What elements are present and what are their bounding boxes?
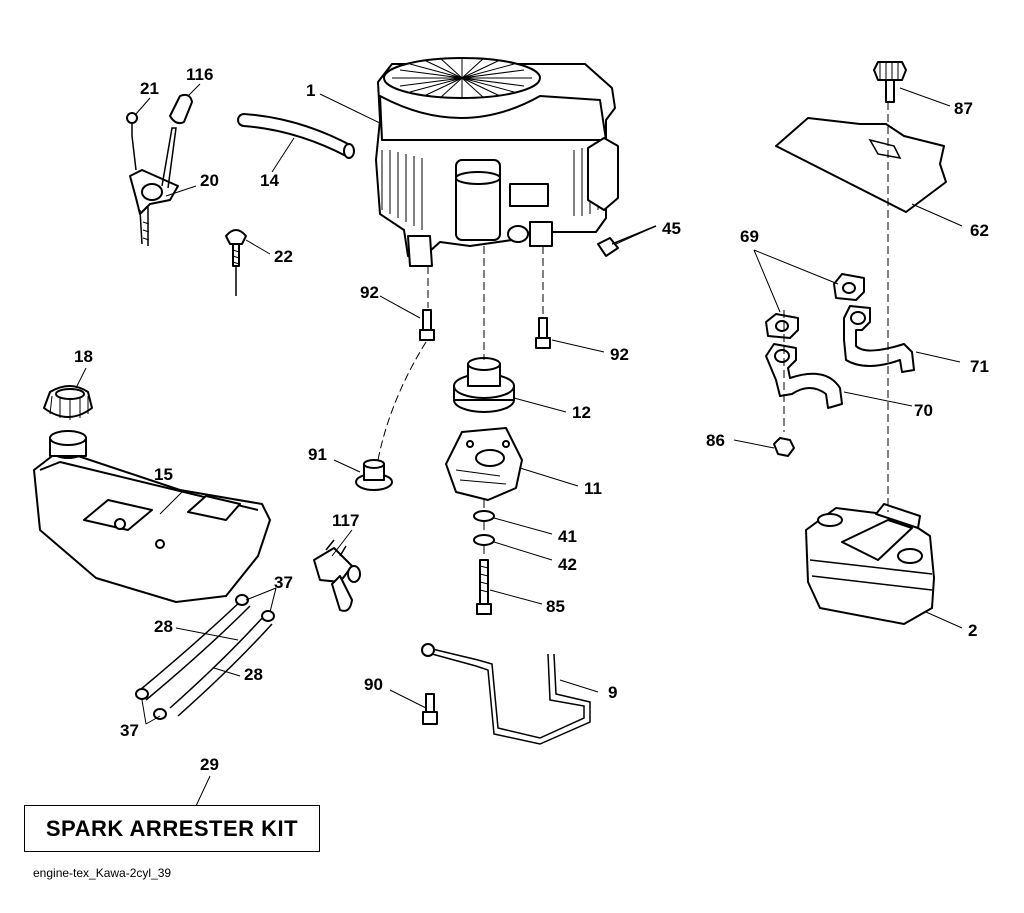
callout-87: 87: [954, 99, 973, 118]
callout-28-lower: 28: [244, 665, 263, 684]
callout-45: 45: [662, 219, 681, 238]
assembly-guide-lines: [377, 102, 889, 558]
muffler-part: [805, 503, 935, 625]
callout-15: 15: [154, 465, 173, 484]
callout-20: 20: [200, 171, 219, 190]
fuel-cap-part: [43, 385, 93, 420]
callout-91: 91: [308, 445, 327, 464]
callout-14: 14: [260, 171, 279, 190]
fuel-valve-part: [313, 539, 361, 612]
callout-29: 29: [200, 755, 219, 774]
callout-71: 71: [970, 357, 989, 376]
fuel-tank-part: [33, 430, 271, 603]
callout-1: 1: [306, 81, 315, 100]
pto-clutch-part: [445, 427, 523, 501]
fuel-hose-part: [135, 594, 275, 720]
callout-62: 62: [970, 221, 989, 240]
callout-90: 90: [364, 675, 383, 694]
spacer-part: [355, 459, 393, 491]
callout-9: 9: [608, 683, 617, 702]
exhaust-pipe-part: [765, 305, 915, 409]
washer-42-part: [473, 534, 495, 546]
gasket-part: [765, 273, 865, 339]
bolt-90-part: [422, 693, 438, 725]
callout-86: 86: [706, 431, 725, 450]
diagram-caption: engine-tex_Kawa-2cyl_39: [33, 866, 172, 880]
leader-lines: [75, 83, 963, 807]
breather-tube-part: [237, 113, 353, 157]
callout-116: 116: [186, 65, 213, 84]
throttle-control-part: [126, 93, 193, 246]
callout-42: 42: [558, 555, 577, 574]
callout-37-bottom: 37: [120, 721, 139, 740]
callout-18: 18: [74, 347, 93, 366]
pulley-part: [453, 357, 515, 413]
choke-knob-part: [225, 229, 247, 296]
callout-labels: 1 14 21 116 20 22 92 92 45 12 11 41 42 8…: [74, 65, 989, 774]
callout-37-top: 37: [274, 573, 293, 592]
callout-2: 2: [968, 621, 977, 640]
thumb-screw-part: [873, 61, 907, 103]
callout-12: 12: [572, 403, 591, 422]
bolt-45-part: [597, 225, 657, 257]
callout-21: 21: [140, 79, 159, 98]
washer-41-part: [473, 510, 495, 522]
callout-70: 70: [914, 401, 933, 420]
heat-shield-part: [775, 117, 947, 213]
callout-28-upper: 28: [154, 617, 173, 636]
callout-22: 22: [274, 247, 293, 266]
center-bolt-part: [476, 559, 492, 615]
callout-92-right: 92: [610, 345, 629, 364]
callout-11: 11: [584, 479, 602, 498]
callout-69: 69: [740, 227, 759, 246]
callout-85: 85: [546, 597, 565, 616]
callout-92-left: 92: [360, 283, 379, 302]
callout-41: 41: [558, 527, 577, 546]
spark-arrester-kit-box: SPARK ARRESTER KIT: [24, 805, 320, 852]
nut-part: [773, 437, 795, 457]
engine-part: [375, 57, 619, 267]
bracket-rod-part: [427, 647, 585, 739]
engine-bolt-part: [419, 309, 551, 349]
spark-arrester-kit-label: SPARK ARRESTER KIT: [45, 815, 299, 841]
callout-117: 117: [332, 511, 359, 530]
